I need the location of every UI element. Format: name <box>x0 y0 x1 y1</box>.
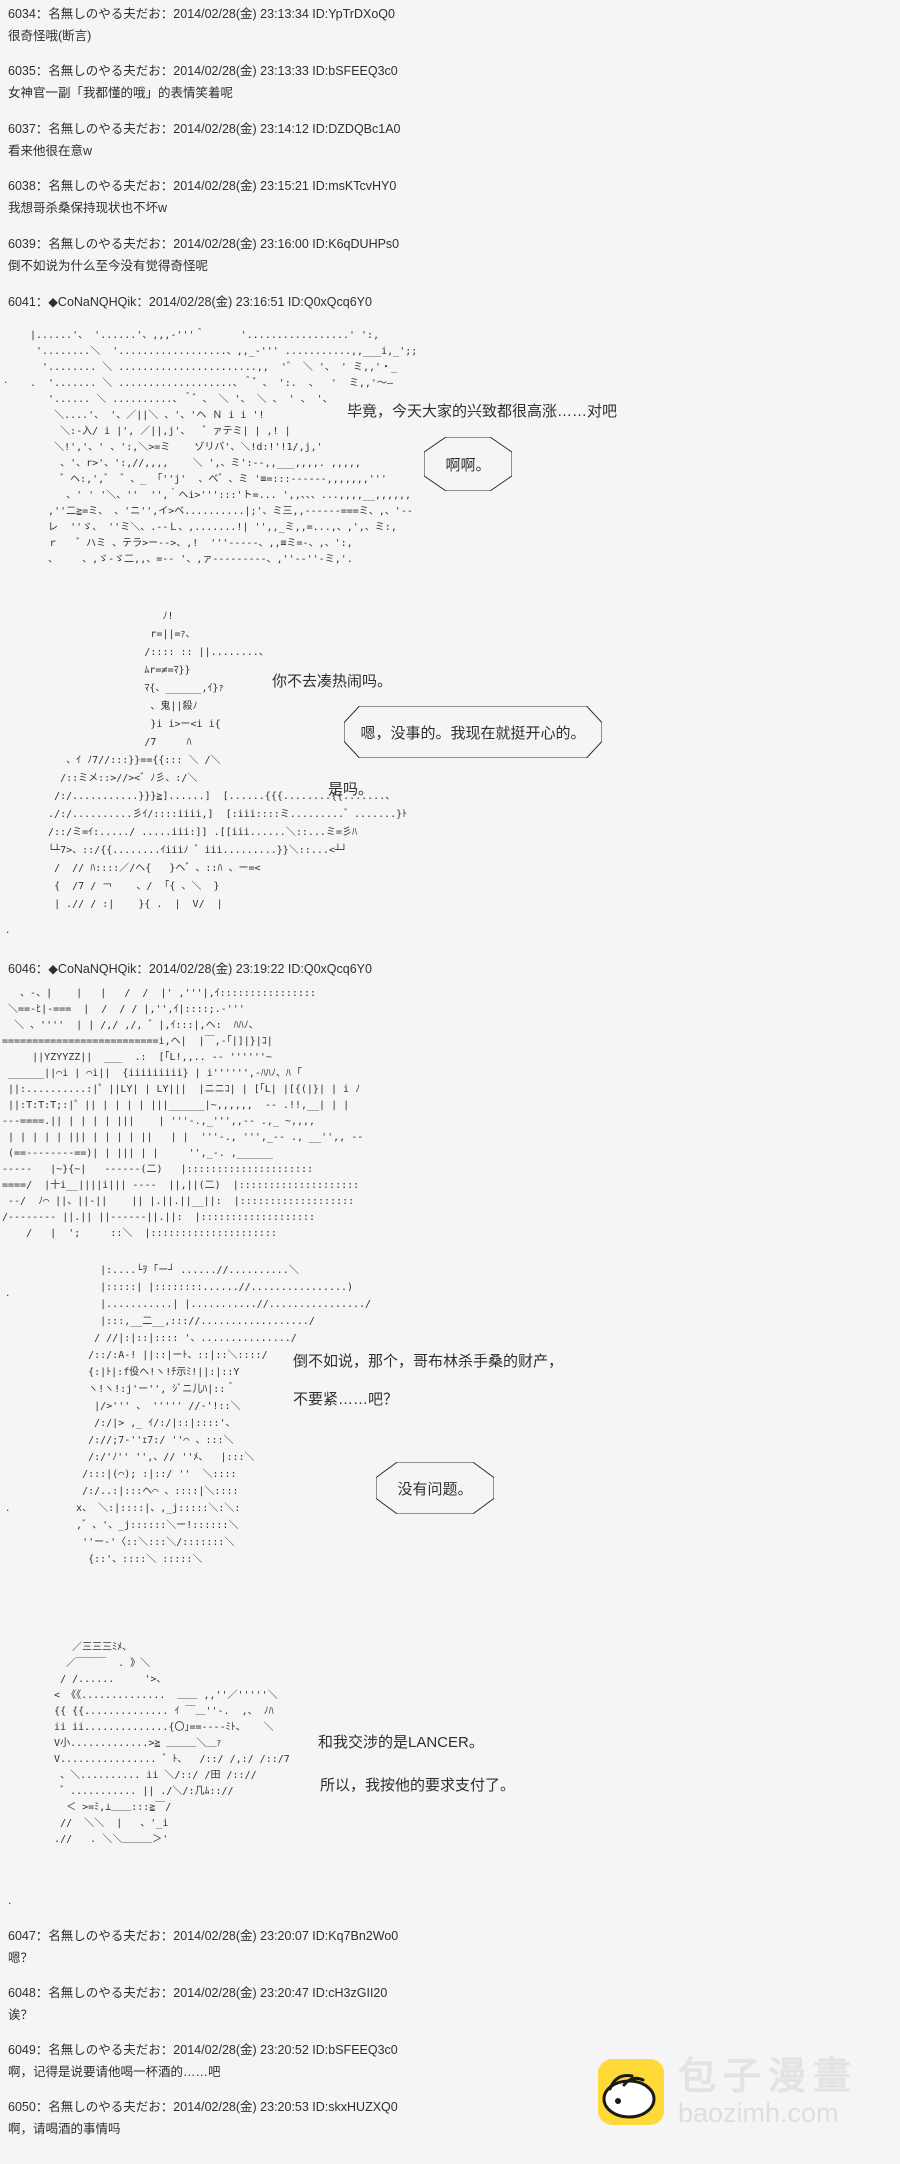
speech-bubble-text: 没有问题。 <box>397 1480 473 1498</box>
dialogue-line: 毕竟，今天大家的兴致都很高涨……对吧 <box>347 403 618 420</box>
post-body: 女神官一副「我都懂的哦」的表情笑着呢 <box>8 86 234 100</box>
post-header-6046: 6046：◆CoNaNQHQik：2014/02/28(金) 23:19:22 … <box>8 962 372 976</box>
post-6047: 6047：名無しのやる夫だお：2014/02/28(金) 23:20:07 ID… <box>8 1928 398 1967</box>
post-body: 我想哥杀桑保持现状也不坏w <box>8 201 168 215</box>
dialogue-line: 是吗。 <box>328 781 374 798</box>
ascii-art-guild-bar-scene: 、-、| | | / / |' ,'''|,ｲ:::::::::::::::: … <box>2 988 364 1239</box>
speech-bubble-text: 啊啊。 <box>445 456 491 474</box>
speech-bubble: 啊啊。 <box>424 437 512 491</box>
post-body: 诶？ <box>8 2008 34 2022</box>
post-6034: 6034：名無しのやる夫だお：2014/02/28(金) 23:13:34 ID… <box>8 6 395 45</box>
dialogue-line: 倒不如说，那个，哥布林杀手桑的财产， <box>293 1353 564 1370</box>
post-6048: 6048：名無しのやる夫だお：2014/02/28(金) 23:20:47 ID… <box>8 1985 387 2024</box>
watermark-title: 包子漫畫 <box>678 2056 859 2098</box>
baozi-logo-icon <box>598 2059 664 2125</box>
post-body: 嗯？ <box>8 1951 34 1965</box>
post-header: 6039：名無しのやる夫だお：2014/02/28(金) 23:16:00 ID… <box>8 237 400 251</box>
post-header: 6034：名無しのやる夫だお：2014/02/28(金) 23:13:34 ID… <box>8 7 395 21</box>
aa-stray-dot: . <box>6 1285 10 1299</box>
post-body: 很奇怪哦(断言) <box>8 29 92 43</box>
dialogue-line: 你不去凑热闹吗。 <box>272 673 393 690</box>
post-6038: 6038：名無しのやる夫だお：2014/02/28(金) 23:15:21 ID… <box>8 178 396 217</box>
post-6050: 6050：名無しのやる夫だお：2014/02/28(金) 23:20:53 ID… <box>8 2099 398 2138</box>
dialogue-line: 所以，我按他的要求支付了。 <box>320 1777 516 1794</box>
dialogue-line: 不要紧……吧？ <box>293 1391 399 1408</box>
aa-stray-dot: . <box>6 1500 10 1514</box>
speech-bubble-text: 嗯，没事的。我现在就挺开心的。 <box>360 724 586 742</box>
post-header: 6047：名無しのやる夫だお：2014/02/28(金) 23:20:07 ID… <box>8 1929 399 1943</box>
speech-bubble-outline-icon <box>344 706 602 758</box>
post-header: 6038：名無しのやる夫だお：2014/02/28(金) 23:15:21 ID… <box>8 179 397 193</box>
post-header: 6050：名無しのやる夫だお：2014/02/28(金) 23:20:53 ID… <box>8 2100 398 2114</box>
speech-bubble: 嗯，没事的。我现在就挺开心的。 <box>344 706 602 758</box>
post-body: 啊，请喝酒的事情吗 <box>8 2122 121 2136</box>
post-header: 6048：名無しのやる夫だお：2014/02/28(金) 23:20:47 ID… <box>8 1986 388 2000</box>
watermark-text: 包子漫畫 baozimh.com <box>678 2056 858 2128</box>
aa-stray-dot: . <box>8 1893 12 1907</box>
post-6035: 6035：名無しのやる夫だお：2014/02/28(金) 23:13:33 ID… <box>8 63 398 102</box>
speech-bubble-outline-icon <box>424 437 512 491</box>
dialogue-line: 和我交涉的是LANCER。 <box>318 1734 484 1751</box>
post-header: 6037：名無しのやる夫だお：2014/02/28(金) 23:14:12 ID… <box>8 122 401 136</box>
ascii-art-flag-figure: ﾉ! r=||=ｧ、 /:::: :: ||........、 ﾑr=≠=ﾏ}}… <box>48 611 408 910</box>
post-6049: 6049：名無しのやる夫だお：2014/02/28(金) 23:20:52 ID… <box>8 2042 398 2081</box>
post-header: 6035：名無しのやる夫だお：2014/02/28(金) 23:13:33 ID… <box>8 64 398 78</box>
aa-stray-dot: . <box>4 372 8 386</box>
speech-bubble: 没有问题。 <box>376 1462 494 1514</box>
post-6037: 6037：名無しのやる夫だお：2014/02/28(金) 23:14:12 ID… <box>8 121 401 160</box>
post-header: 6049：名無しのやる夫だお：2014/02/28(金) 23:20:52 ID… <box>8 2043 398 2057</box>
post-body: 看来他很在意w <box>8 144 93 158</box>
aa-stray-dot: . <box>6 922 10 936</box>
ascii-art-guild-girl: |:....└ｦ ｢ー┘ ......//..........＼ |:::::|… <box>76 1265 372 1565</box>
watermark: 包子漫畫 baozimh.com <box>598 2056 858 2128</box>
watermark-url: baozimh.com <box>678 2098 839 2128</box>
ascii-art-helmet-figure: ／三三三ﾐﾒ、 ／￣￣￣ . 》＼ / /...... '>、 < 《《....… <box>54 1642 290 1845</box>
post-header-6041: 6041：◆CoNaNQHQik：2014/02/28(金) 23:16:51 … <box>8 295 372 309</box>
speech-bubble-outline-icon <box>376 1462 494 1514</box>
post-body: 啊，记得是说要请他喝一杯酒的……吧 <box>8 2065 221 2079</box>
post-6039: 6039：名無しのやる夫だお：2014/02/28(金) 23:16:00 ID… <box>8 236 399 275</box>
ascii-art-goblin-slayer-reclining: |......'、 '......'、,,,-'''＾ '...........… <box>30 330 418 565</box>
post-body: 倒不如说为什么至今没有觉得奇怪呢 <box>8 259 209 273</box>
